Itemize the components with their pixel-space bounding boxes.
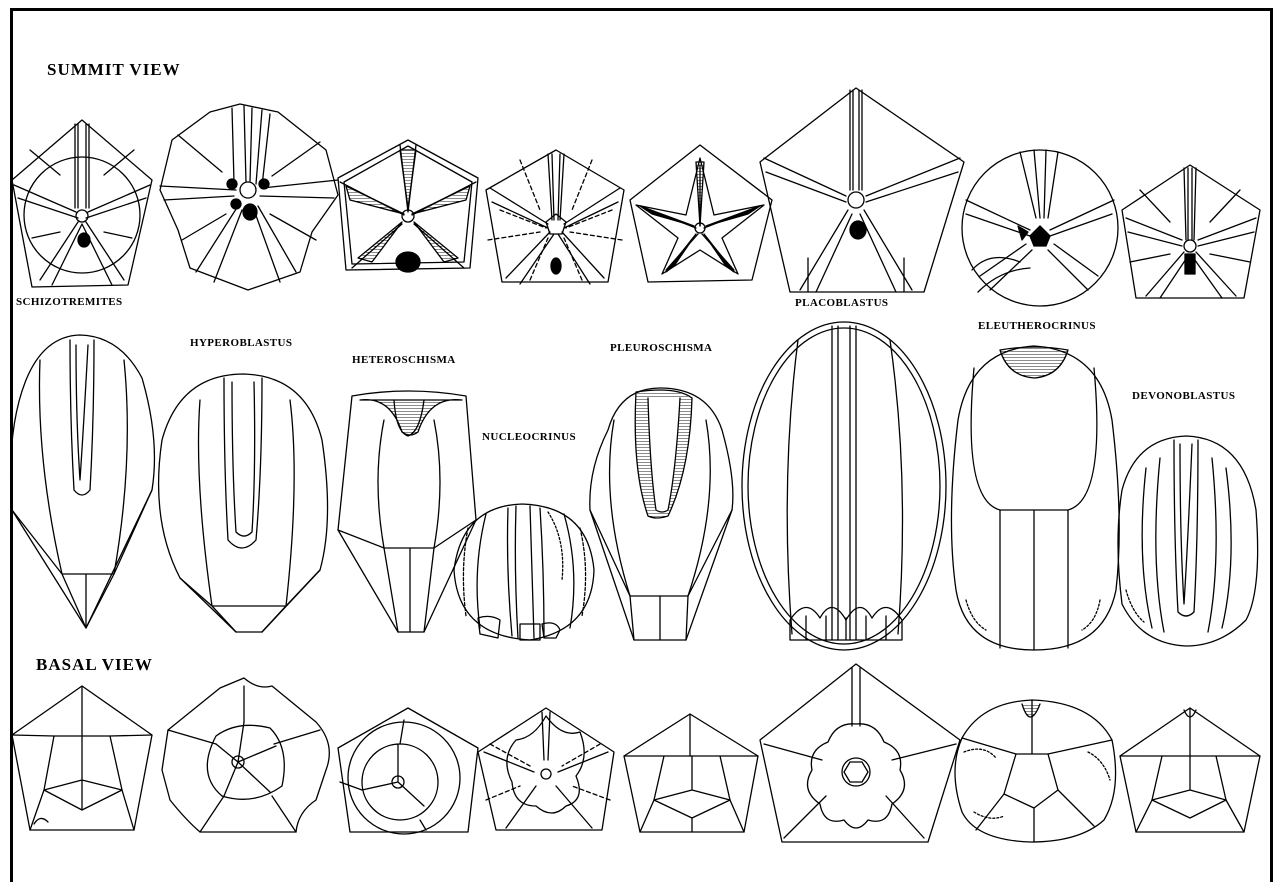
lateral-schizotremites — [11, 335, 155, 628]
summit-pleuroschisma — [630, 145, 772, 282]
summit-placoblastus — [760, 88, 964, 292]
summit-heteroschisma — [338, 140, 478, 272]
genus-label-heteroschisma: HETEROSCHISMA — [352, 354, 456, 366]
summit-devonoblastus — [1122, 165, 1260, 298]
genus-label-schizotremites: SCHIZOTREMITES — [16, 296, 122, 308]
summit-nucleocrinus — [486, 150, 624, 284]
basal-pleuroschisma — [624, 714, 758, 832]
genus-label-eleutherocrinus: ELEUTHEROCRINUS — [978, 320, 1096, 332]
genus-label-pleuroschisma: PLEUROSCHISMA — [610, 342, 712, 354]
genus-label-devonoblastus: DEVONOBLASTUS — [1132, 390, 1235, 402]
summit-hyperoblastus — [160, 104, 338, 290]
summit-schizotremites — [12, 120, 152, 287]
genus-label-hyperoblastus: HYPEROBLASTUS — [190, 337, 292, 349]
basal-heteroschisma — [338, 708, 478, 834]
lateral-heteroschisma — [338, 391, 476, 632]
basal-devonoblastus — [1120, 708, 1260, 832]
basal-schizotremites — [12, 686, 152, 830]
lateral-devonoblastus — [1118, 436, 1258, 646]
lateral-eleutherocrinus — [951, 346, 1119, 650]
basal-hyperoblastus — [162, 678, 329, 832]
basal-placoblastus — [760, 664, 960, 842]
genus-label-placoblastus: PLACOBLASTUS — [795, 297, 888, 309]
lateral-nucleocrinus — [454, 504, 594, 640]
genus-label-nucleocrinus: NUCLEOCRINUS — [482, 431, 576, 443]
lateral-hyperoblastus — [159, 374, 328, 632]
lateral-placoblastus — [742, 322, 946, 650]
basal-eleutherocrinus — [955, 700, 1116, 842]
summit-eleutherocrinus — [962, 150, 1118, 306]
basal-view-heading: BASAL VIEW — [36, 655, 153, 675]
summit-view-heading: SUMMIT VIEW — [47, 60, 181, 80]
lateral-pleuroschisma — [590, 388, 733, 640]
basal-nucleocrinus — [478, 708, 614, 830]
